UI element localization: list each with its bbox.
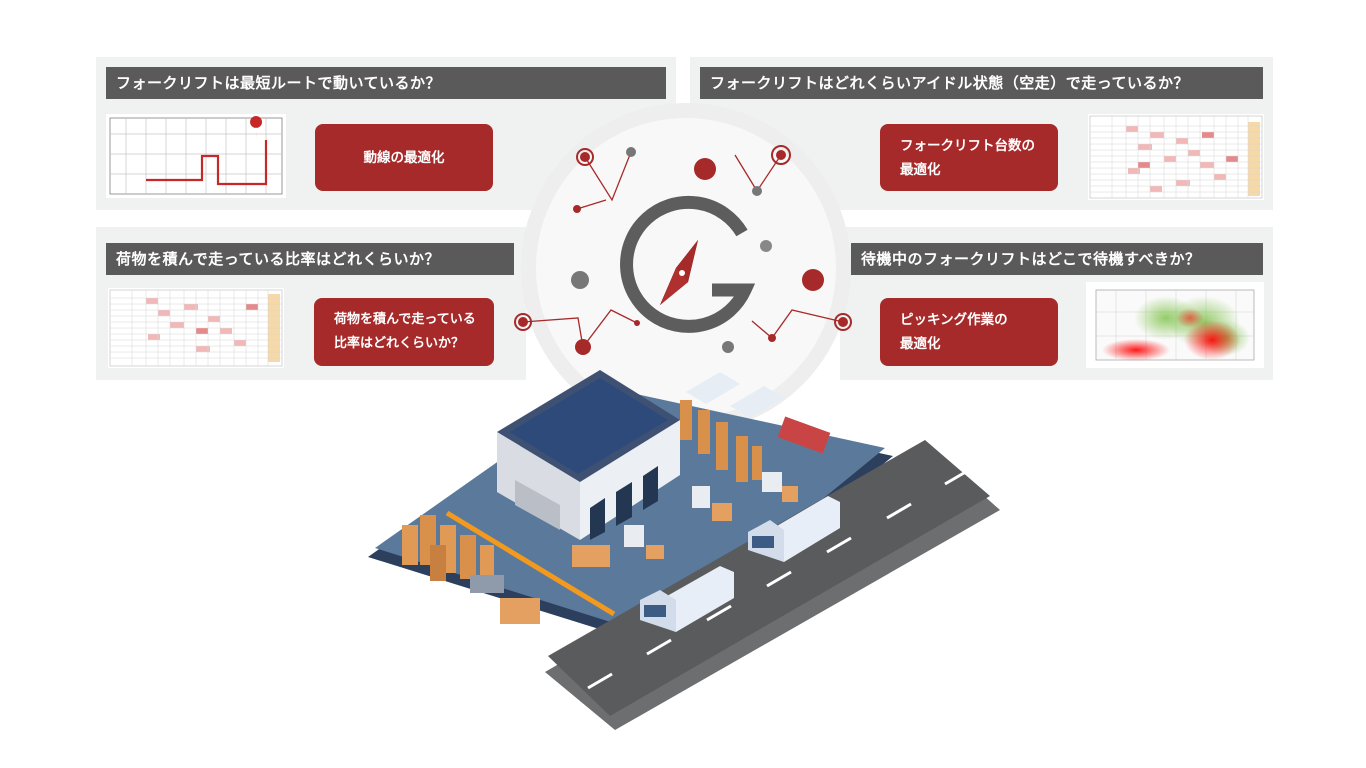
- question-idle-running: フォークリフトはどれくらいアイドル状態（空走）で走っているか？: [700, 67, 1263, 99]
- solution-picking-optimization: ピッキング作業の 最適化: [880, 298, 1058, 366]
- idle-stats-table-thumbnail: [1088, 114, 1264, 200]
- question-shortest-route: フォークリフトは最短ルートで動いているか？: [106, 67, 666, 99]
- solution-route-optimization: 動線の最適化: [315, 124, 493, 191]
- map-pin-icon: [250, 116, 263, 140]
- question-standby-location: 待機中のフォークリフトはどこで待機すべきか？: [851, 243, 1263, 275]
- loaded-ratio-table-thumbnail: [108, 288, 284, 368]
- solution-forklift-count-optimization: フォークリフト台数の 最適化: [880, 124, 1058, 191]
- route-floorplan-thumbnail: [106, 114, 286, 198]
- question-loaded-ratio: 荷物を積んで走っている比率はどれくらいか？: [106, 243, 514, 275]
- compass-g-logo-icon: [620, 195, 756, 333]
- heatmap-floorplan-thumbnail: [1086, 282, 1264, 368]
- solution-loaded-ratio: 荷物を積んで走っている 比率はどれくらいか？: [314, 298, 494, 366]
